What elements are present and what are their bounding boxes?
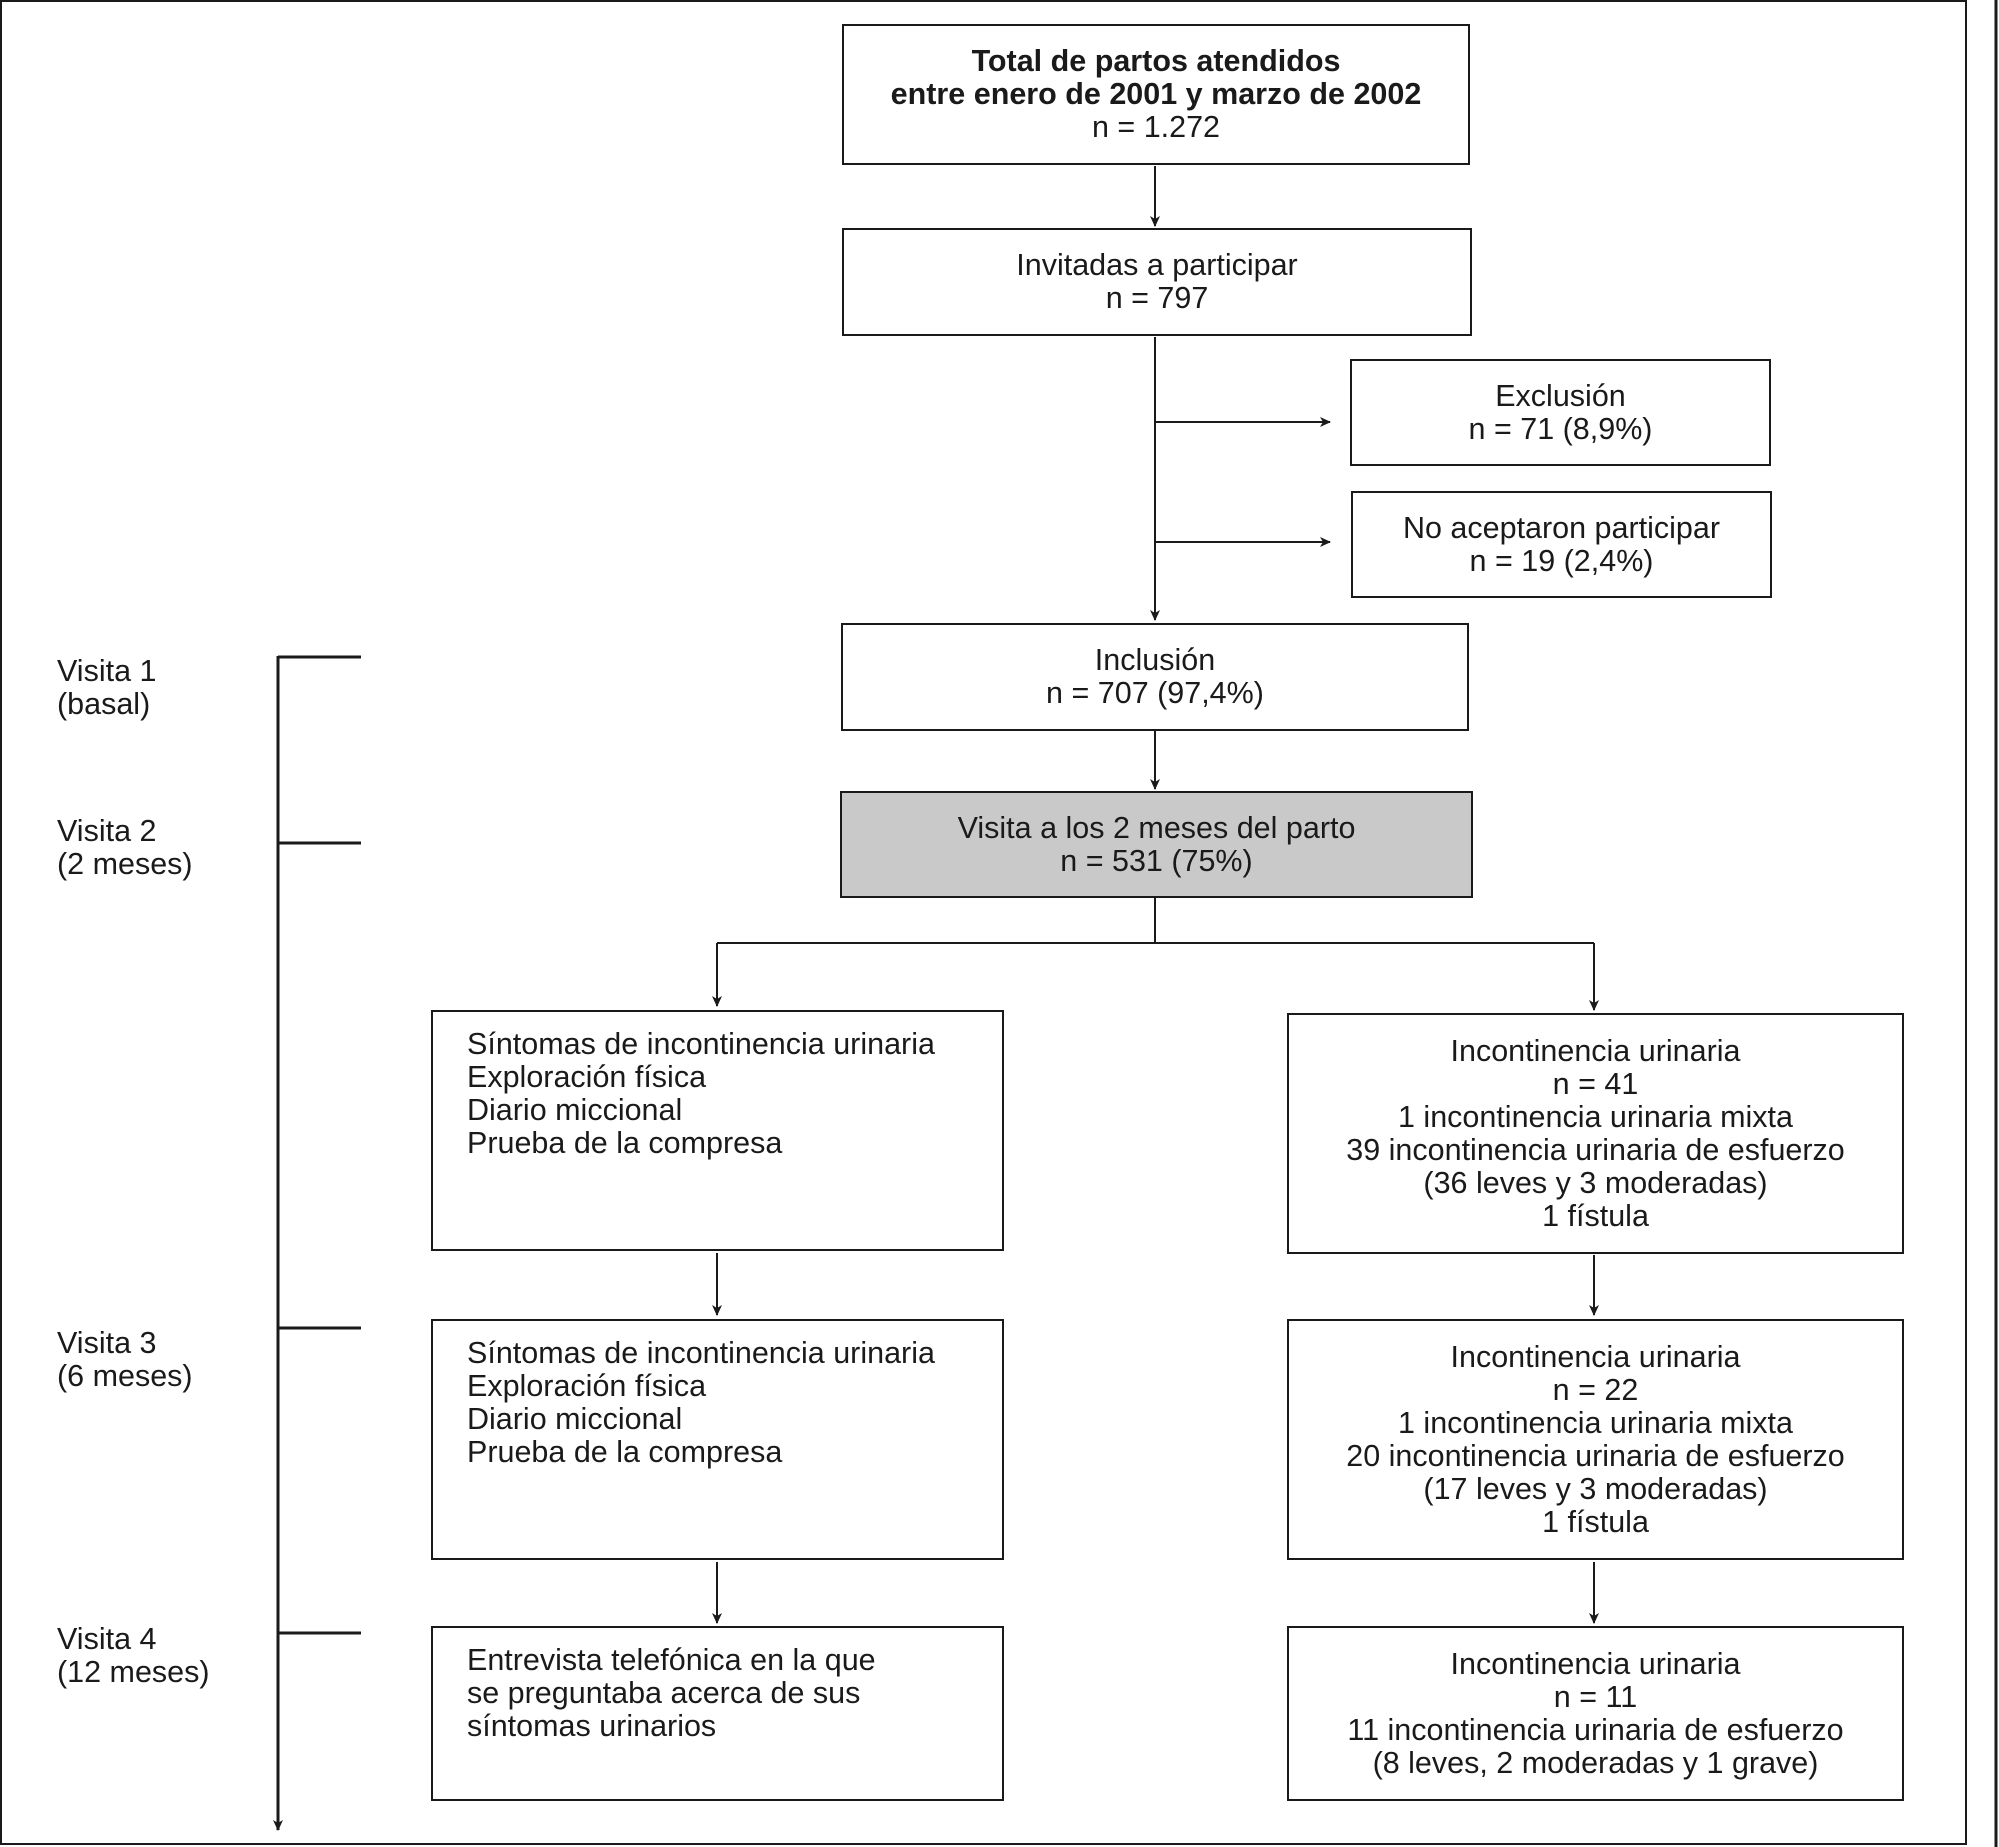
visit-period: (6 meses) <box>57 1359 193 1393</box>
result-6m-line: (17 leves y 3 moderadas) <box>1423 1471 1768 1506</box>
timeline-label-visit1: Visita 1 (basal) <box>57 655 156 721</box>
evaluation-6m-line: Síntomas de incontinencia urinaria <box>467 1336 935 1370</box>
result-2m-line: 39 incontinencia urinaria de esfuerzo <box>1346 1132 1845 1167</box>
inclusion-box: Inclusión n = 707 (97,4%) <box>841 623 1469 731</box>
result-6m-line: 1 fístula <box>1542 1504 1649 1539</box>
visit-name: Visita 4 <box>57 1622 157 1656</box>
inclusion-label: Inclusión <box>1094 643 1216 677</box>
result-2m-box: Incontinencia urinaria n = 41 1 incontin… <box>1287 1013 1904 1254</box>
result-2m-line: n = 41 <box>1552 1066 1639 1101</box>
timeline-label-visit4: Visita 4 (12 meses) <box>57 1623 210 1689</box>
result-2m-line: (36 leves y 3 moderadas) <box>1423 1165 1768 1200</box>
result-2m-line: Incontinencia urinaria <box>1450 1033 1741 1068</box>
result-6m-line: n = 22 <box>1552 1372 1639 1407</box>
total-births-title-1: Total de partos atendidos <box>971 44 1341 78</box>
result-12m-line: Incontinencia urinaria <box>1450 1646 1741 1681</box>
evaluation-2m-line: Exploración física <box>467 1060 707 1094</box>
declined-count: n = 19 (2,4%) <box>1469 543 1654 578</box>
visit2-label: Visita a los 2 meses del parto <box>957 810 1356 845</box>
evaluation-6m-box: Síntomas de incontinencia urinaria Explo… <box>431 1319 1004 1560</box>
evaluation-12m-line: síntomas urinarios <box>467 1709 717 1743</box>
inclusion-count: n = 707 (97,4%) <box>1046 676 1264 710</box>
exclusion-label: Exclusión <box>1495 378 1626 413</box>
evaluation-2m-line: Prueba de la compresa <box>467 1126 783 1160</box>
exclusion-count: n = 71 (8,9%) <box>1468 411 1653 446</box>
timeline-label-visit2: Visita 2 (2 meses) <box>57 815 193 881</box>
invited-label: Invitadas a participar <box>1016 248 1298 282</box>
evaluation-2m-box: Síntomas de incontinencia urinaria Explo… <box>431 1010 1004 1251</box>
evaluation-6m-line: Exploración física <box>467 1369 707 1403</box>
visit-name: Visita 1 <box>57 654 157 688</box>
result-12m-box: Incontinencia urinaria n = 11 11 inconti… <box>1287 1626 1904 1801</box>
evaluation-2m-line: Síntomas de incontinencia urinaria <box>467 1027 935 1061</box>
result-6m-box: Incontinencia urinaria n = 22 1 incontin… <box>1287 1319 1904 1560</box>
evaluation-2m-line: Diario miccional <box>467 1093 683 1127</box>
visit-period: (2 meses) <box>57 847 193 881</box>
result-12m-line: 11 incontinencia urinaria de esfuerzo <box>1347 1712 1844 1747</box>
evaluation-12m-line: Entrevista telefónica en la que <box>467 1643 876 1677</box>
evaluation-6m-line: Prueba de la compresa <box>467 1435 783 1469</box>
timeline-label-visit3: Visita 3 (6 meses) <box>57 1327 193 1393</box>
declined-box: No aceptaron participar n = 19 (2,4%) <box>1351 491 1772 598</box>
visit2-count: n = 531 (75%) <box>1060 843 1253 878</box>
visit-period: (basal) <box>57 687 151 721</box>
invited-box: Invitadas a participar n = 797 <box>842 228 1472 336</box>
declined-label: No aceptaron participar <box>1402 510 1721 545</box>
evaluation-6m-line: Diario miccional <box>467 1402 683 1436</box>
evaluation-12m-box: Entrevista telefónica en la que se pregu… <box>431 1626 1004 1801</box>
result-12m-line: (8 leves, 2 moderadas y 1 grave) <box>1372 1745 1819 1780</box>
result-6m-line: 1 incontinencia urinaria mixta <box>1397 1405 1793 1440</box>
total-births-title-2: entre enero de 2001 y marzo de 2002 <box>890 77 1422 111</box>
visit-name: Visita 3 <box>57 1326 157 1360</box>
result-6m-line: Incontinencia urinaria <box>1450 1339 1741 1374</box>
visit-period: (12 meses) <box>57 1655 210 1689</box>
result-2m-line: 1 fístula <box>1542 1198 1649 1233</box>
result-6m-line: 20 incontinencia urinaria de esfuerzo <box>1346 1438 1845 1473</box>
invited-count: n = 797 <box>1105 281 1209 315</box>
visit-name: Visita 2 <box>57 814 157 848</box>
result-2m-line: 1 incontinencia urinaria mixta <box>1397 1099 1793 1134</box>
visit2-box: Visita a los 2 meses del parto n = 531 (… <box>840 791 1473 898</box>
result-12m-line: n = 11 <box>1553 1679 1638 1714</box>
exclusion-box: Exclusión n = 71 (8,9%) <box>1350 359 1771 466</box>
total-births-box: Total de partos atendidos entre enero de… <box>842 24 1470 165</box>
evaluation-12m-line: se preguntaba acerca de sus <box>467 1676 861 1710</box>
total-births-count: n = 1.272 <box>1091 110 1221 144</box>
